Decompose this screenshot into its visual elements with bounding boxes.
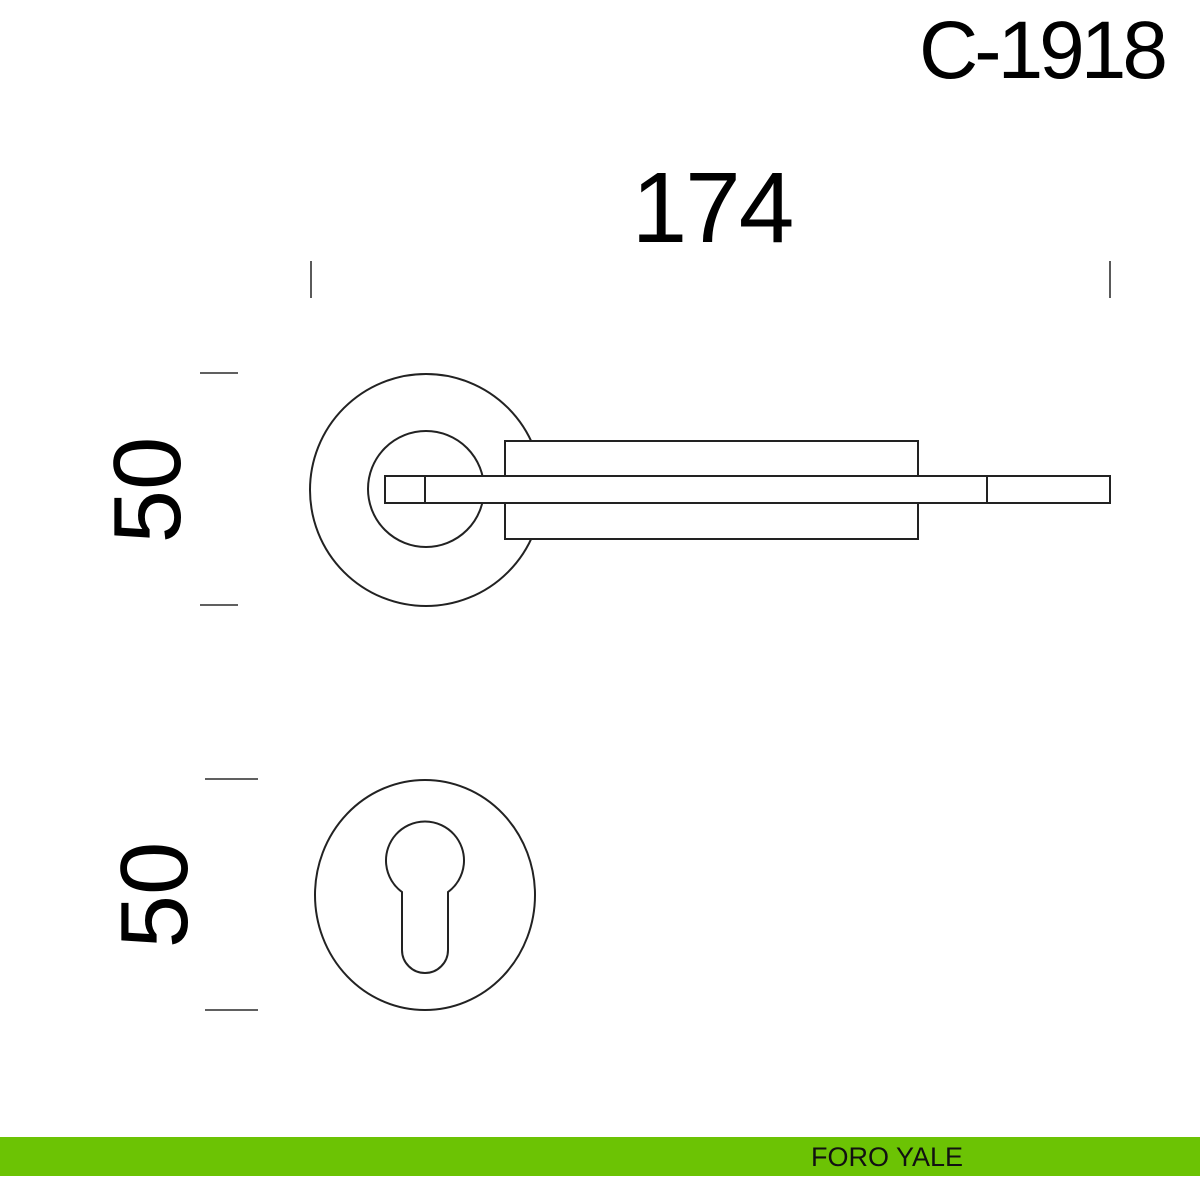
lever-bar <box>384 475 1111 504</box>
dimension-rose-diameter: 50 <box>94 436 201 544</box>
footer-label: FORO YALE <box>811 1142 964 1172</box>
model-code: C-1918 <box>919 5 1168 96</box>
dimension-handle-length: 174 <box>631 152 795 264</box>
handle-drawing <box>309 373 1111 607</box>
escutcheon-drawing <box>314 779 536 1011</box>
dimension-escutcheon-diameter: 50 <box>101 841 208 949</box>
keyhole <box>385 820 465 974</box>
footer-bar: FORO YALE <box>0 1137 1200 1176</box>
